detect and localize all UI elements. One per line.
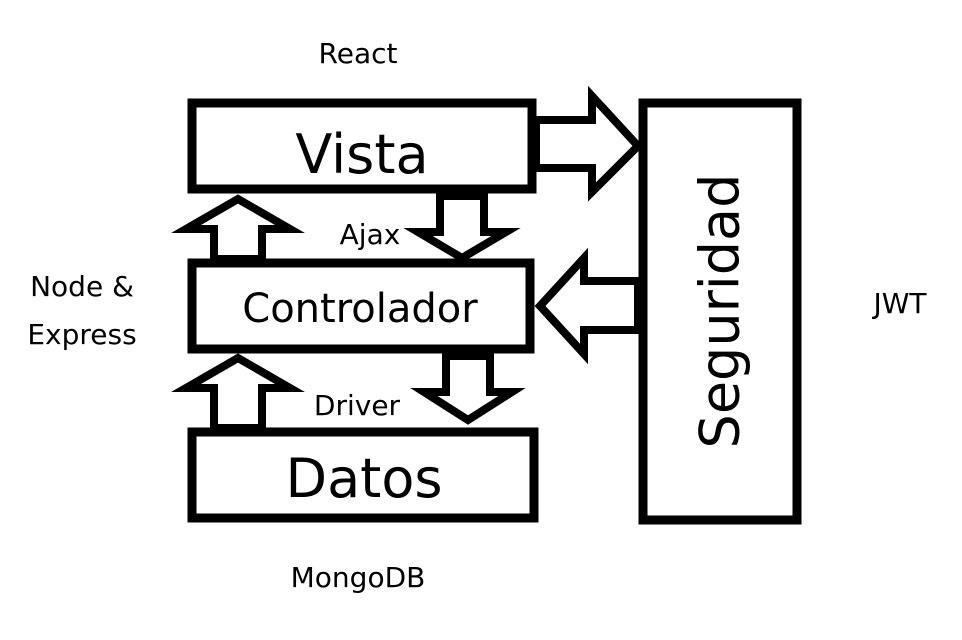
mongodb-label: MongoDB [291,561,426,594]
node-express-label-line1: Node & [30,270,134,303]
seguridad-label: Seguridad [689,174,752,449]
controlador-box [187,258,535,354]
controlador-label: Controlador [242,286,478,332]
seguridad-layer: Seguridad [638,98,802,525]
seguridad-box [638,98,802,525]
arrow-right-vista-to-seguridad [532,85,644,202]
ajax-label: Ajax [340,218,401,251]
vista-label: Vista [295,123,428,186]
arrow-up-controlador-to-vista [171,194,305,263]
node-express-label-line2: Express [27,318,136,351]
driver-label: Driver [314,389,401,422]
arrow-down-controlador-to-datos [410,352,526,425]
datos-label: Datos [285,447,442,510]
arrow-left-seguridad-to-controlador [534,247,642,365]
arrow-down-vista-to-controlador [403,192,521,263]
vista-layer: Vista [187,98,537,194]
arrow-up-datos-to-controlador [171,353,305,432]
controlador-layer: Controlador [187,258,535,354]
jwt-label: JWT [871,287,927,320]
datos-layer: Datos [187,427,539,523]
datos-box [187,427,539,523]
vista-box [187,98,537,194]
react-label: React [319,37,398,70]
